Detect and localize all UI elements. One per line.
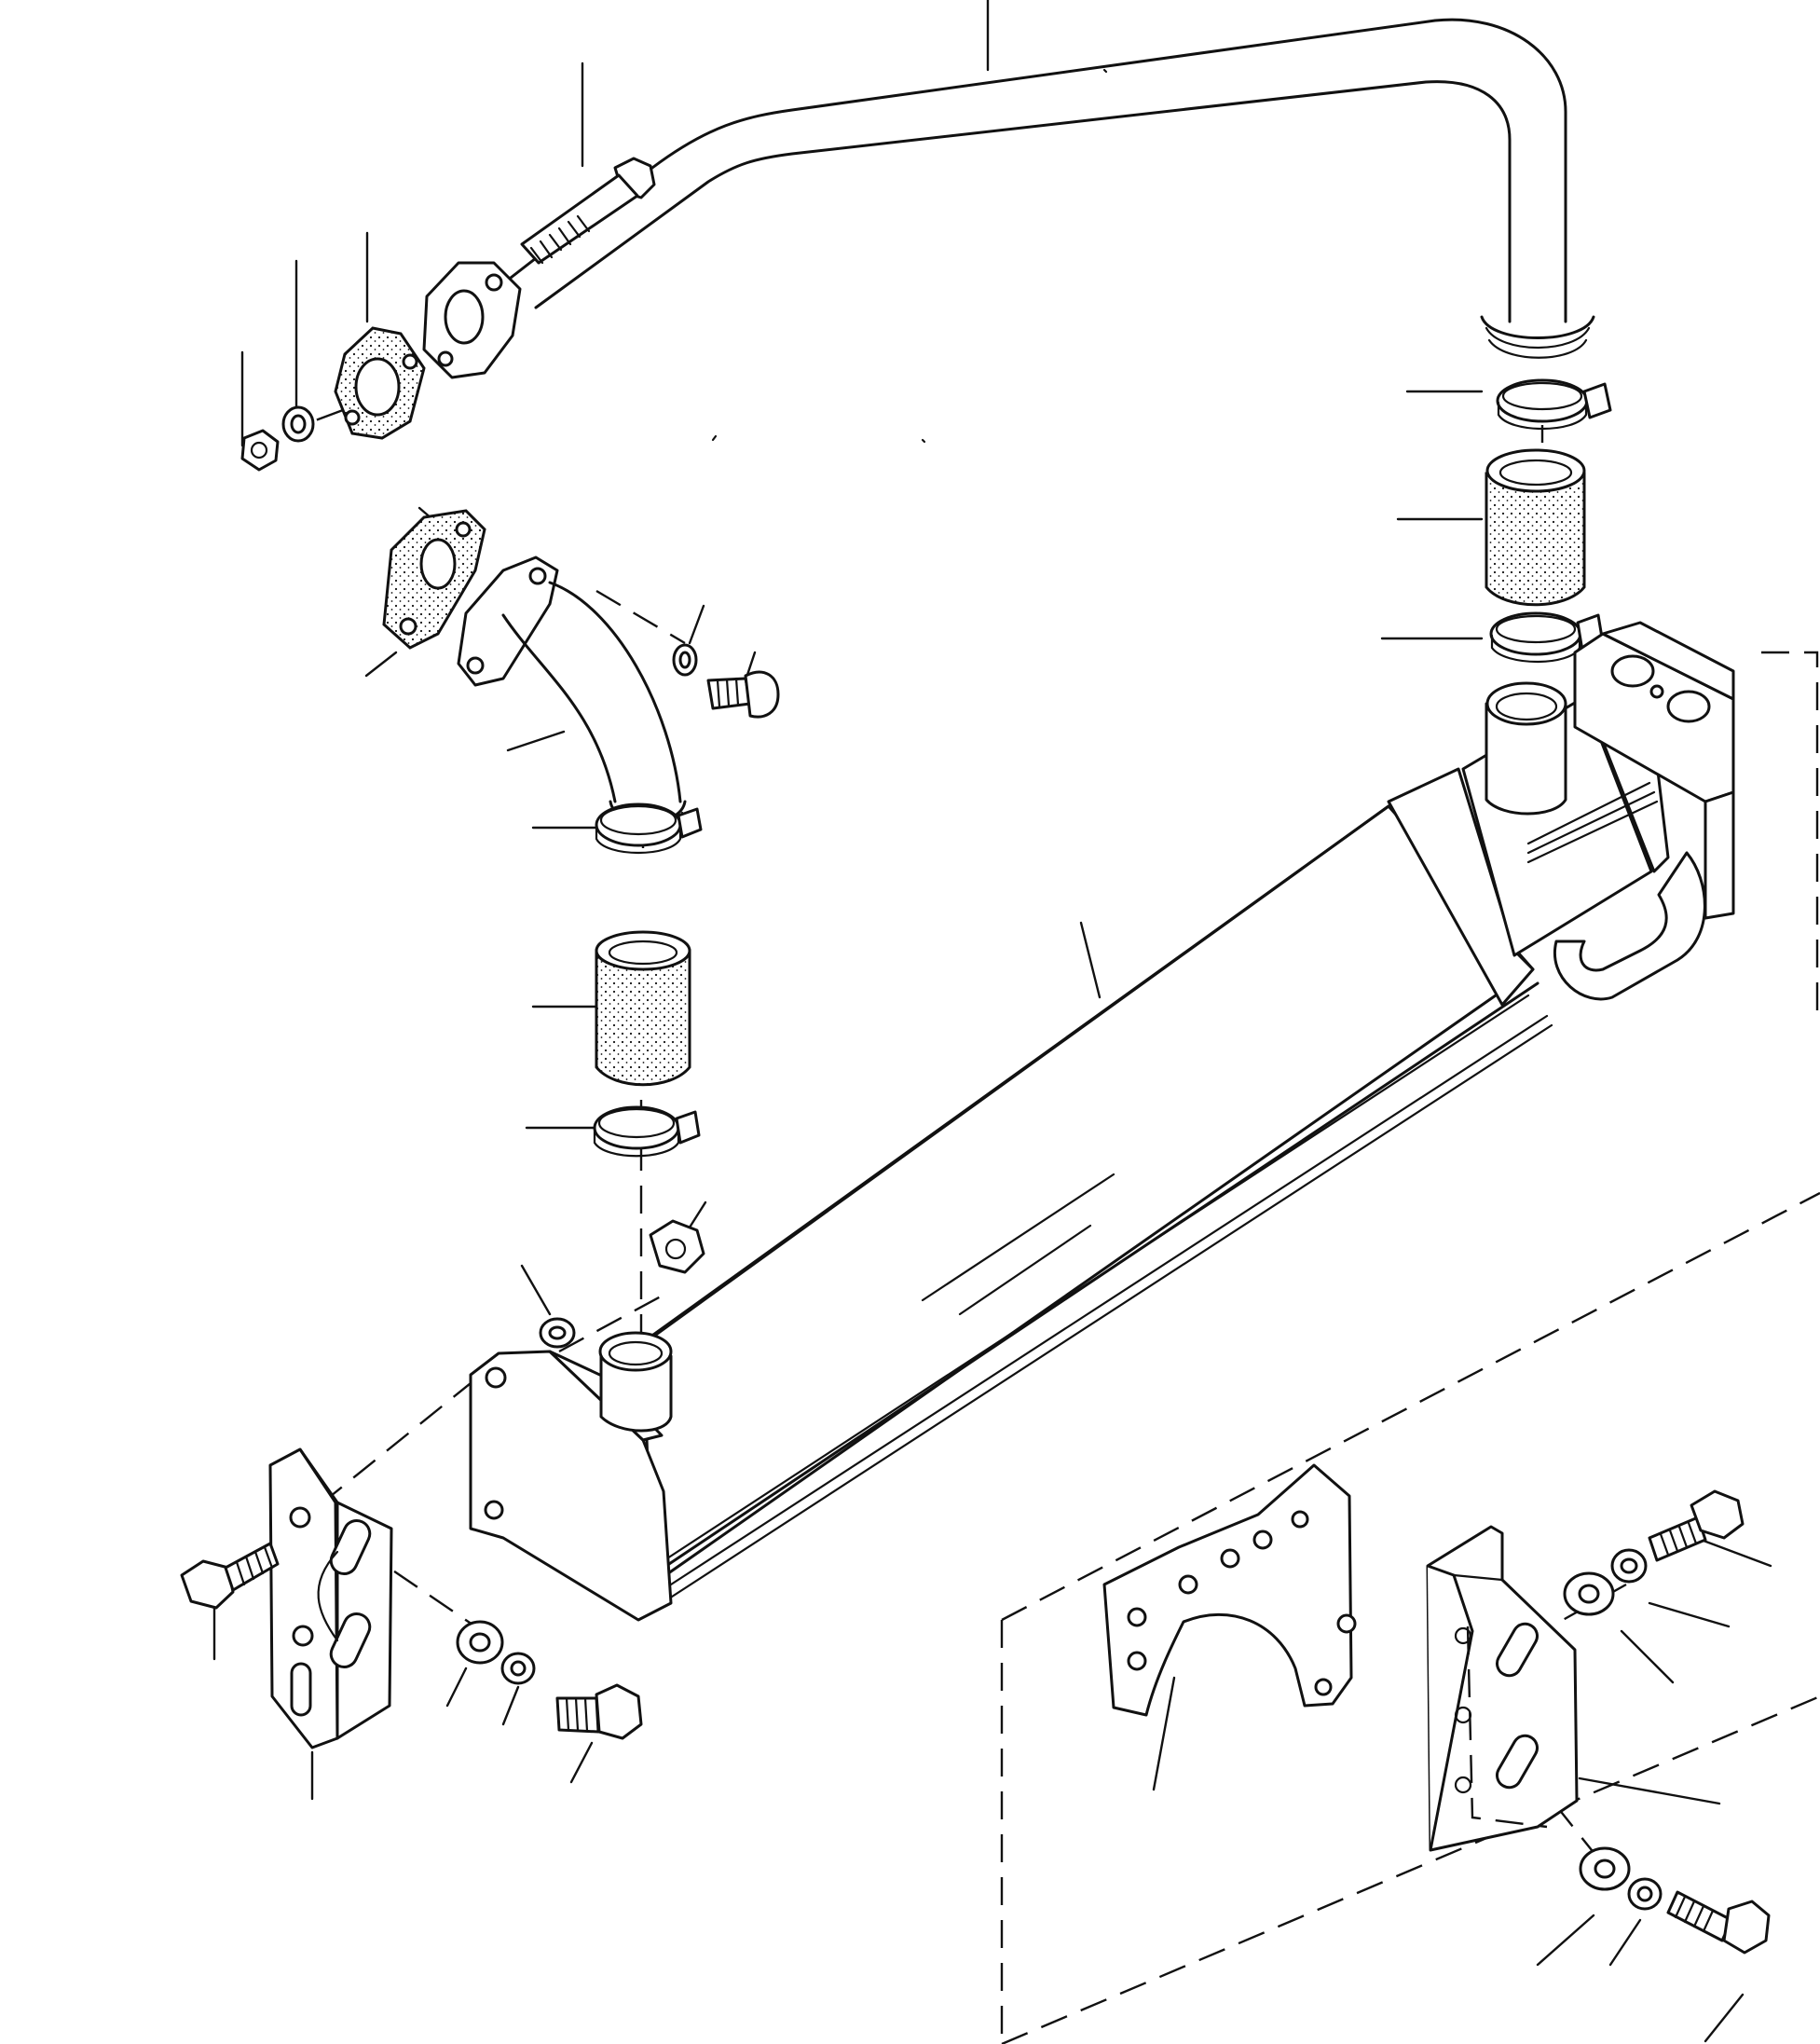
left-upper-hose-clamp — [595, 803, 703, 854]
elbow-lock-washer — [672, 643, 698, 677]
right-lower-lock-washer — [1627, 1877, 1663, 1911]
right-upper-bolt — [1648, 1489, 1745, 1562]
right-angle-bracket — [1426, 1525, 1579, 1852]
left-lock-washer — [500, 1652, 536, 1685]
right-mounting-plate — [1102, 1463, 1357, 1717]
right-upper-flat-washer — [1563, 1571, 1615, 1616]
cooler-mount-lock-washer — [539, 1317, 576, 1349]
elbow-flange-bolt — [706, 670, 780, 719]
upper-gasket — [334, 326, 426, 440]
cooler-mount-nut — [649, 1219, 705, 1274]
left-plate-bolt — [555, 1683, 643, 1740]
left-mounting-bracket — [268, 1447, 393, 1749]
upper-hex-nut — [240, 429, 280, 472]
upper-pipe-flange — [422, 261, 522, 379]
right-lower-flat-washer — [1579, 1846, 1631, 1891]
left-bracket-bolt — [180, 1542, 280, 1610]
right-upper-hose-clamp — [1496, 378, 1612, 430]
left-hose — [595, 930, 691, 1087]
upper-flange-bolt — [520, 157, 656, 265]
left-lower-hose-clamp — [593, 1105, 701, 1158]
right-upper-lock-washer — [1610, 1548, 1648, 1584]
left-elbow-gasket — [382, 509, 486, 650]
right-hose — [1485, 448, 1586, 607]
oil-cooler-body — [469, 621, 1735, 1622]
upper-lock-washer — [281, 405, 315, 443]
upper-oil-pipe — [509, 18, 1595, 359]
scan-marks — [711, 68, 1108, 444]
right-lower-bolt — [1666, 1890, 1771, 1955]
left-flat-washer — [456, 1620, 504, 1665]
leader-lines — [212, 0, 1772, 2043]
